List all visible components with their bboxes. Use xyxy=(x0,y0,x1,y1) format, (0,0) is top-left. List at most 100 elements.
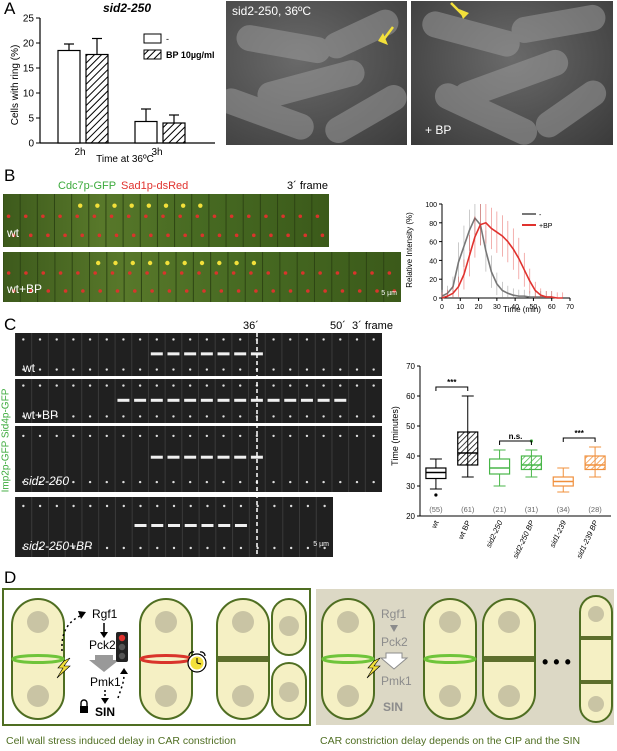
b-ylabel: Relative Intensity (%) xyxy=(405,212,414,288)
c-spot xyxy=(22,368,25,371)
micro-a-title: sid2-250, 36ºC xyxy=(232,4,312,18)
c-spot xyxy=(289,368,292,371)
c-spot xyxy=(339,415,342,418)
b-red-dot xyxy=(303,233,308,238)
c-box xyxy=(488,458,511,475)
c-spot xyxy=(289,384,292,387)
b-red-dot xyxy=(24,271,28,275)
c-spot xyxy=(355,415,359,418)
b-red-dot xyxy=(161,214,165,219)
c-spot xyxy=(256,546,259,550)
c-spot xyxy=(88,434,92,438)
c-spot xyxy=(155,480,158,484)
c-spot xyxy=(188,415,192,418)
c-spot xyxy=(206,546,209,550)
c-spot xyxy=(239,368,242,371)
c-spot xyxy=(339,368,342,371)
a-legend-label: - xyxy=(166,34,169,44)
c-spot xyxy=(38,504,42,508)
c-spot xyxy=(55,504,59,508)
c-spot xyxy=(155,384,158,387)
b-yellow-dot xyxy=(95,260,101,266)
c-spot xyxy=(22,415,25,418)
panel-letter-a: A xyxy=(4,0,16,18)
c-spot xyxy=(339,384,342,387)
c-ring-band xyxy=(134,524,147,527)
b-red-dot xyxy=(131,233,136,238)
c-boxes xyxy=(425,395,606,497)
c-spot xyxy=(372,338,375,341)
c-spot xyxy=(89,546,92,550)
c-spot xyxy=(172,504,176,508)
c-spot xyxy=(206,504,209,508)
c-scale-bar-label: 5 µm xyxy=(313,541,329,548)
b-red-dot xyxy=(217,233,222,238)
b-red-dot xyxy=(150,289,154,293)
c-ring-band xyxy=(267,398,280,402)
b-red-dot xyxy=(269,233,273,238)
b-red-dot xyxy=(58,214,62,219)
c-spot xyxy=(172,384,175,387)
b-red-dot xyxy=(251,233,256,238)
c-spot xyxy=(22,546,25,550)
c-spot xyxy=(355,384,359,387)
b-yellow-dot xyxy=(163,203,169,208)
b-legend-label: - xyxy=(539,212,542,219)
b-red-dot xyxy=(286,233,290,238)
c-ring-band xyxy=(150,455,163,459)
c-n-label: (55) xyxy=(429,505,443,514)
c-spot xyxy=(306,504,310,508)
c-spot xyxy=(372,434,375,438)
c-spot xyxy=(239,504,243,508)
c-ylabel: Time (minutes) xyxy=(390,406,400,466)
c-row-sid2: sid2-250 xyxy=(23,474,70,488)
d-rgf1: Rgf1 xyxy=(92,607,118,621)
b-yellow-dot xyxy=(180,203,186,208)
c-ring-band xyxy=(250,352,263,356)
c-spot xyxy=(322,368,325,371)
c-spot xyxy=(105,546,109,550)
c-spot xyxy=(105,434,108,438)
b-red-dot xyxy=(11,233,16,238)
b-red-dot xyxy=(271,289,276,293)
d-pck2-grey: Pck2 xyxy=(381,635,408,649)
b-red-dot xyxy=(214,271,219,275)
a-legend-swatch xyxy=(143,33,162,44)
a-bar xyxy=(85,53,109,144)
c-spot xyxy=(88,384,92,387)
c-spot xyxy=(122,480,125,484)
c-box xyxy=(457,431,479,466)
b-ytick-label: 0 xyxy=(433,296,437,303)
c-spot xyxy=(88,338,92,341)
c-spot xyxy=(138,384,142,387)
b-red-dot xyxy=(298,214,303,219)
b-red-dot xyxy=(179,271,184,275)
b-ytick-label: 60 xyxy=(429,240,437,247)
c-spot xyxy=(205,434,209,438)
c-spot xyxy=(72,415,75,418)
b-ytick-label: 80 xyxy=(429,221,437,228)
c-spot xyxy=(322,384,325,387)
c-spot xyxy=(72,384,75,387)
c-spot xyxy=(205,415,209,418)
c-sig-bracket xyxy=(499,440,532,445)
c-ring-band xyxy=(184,352,197,356)
c-spot xyxy=(105,338,108,341)
c-spot xyxy=(305,415,309,418)
b-red-dot xyxy=(98,289,102,293)
b-red-dot xyxy=(46,233,50,238)
c-ring-band xyxy=(234,352,247,356)
c-spot xyxy=(239,480,242,484)
c-spot xyxy=(239,546,243,550)
b-ytick-label: 40 xyxy=(429,258,437,265)
b-red-dot xyxy=(352,271,357,275)
c-spot xyxy=(55,546,59,550)
b-red-dot xyxy=(357,289,362,293)
c-sig-bracket xyxy=(435,386,469,391)
a-legend-swatch xyxy=(143,49,162,60)
d-sin: SIN xyxy=(95,705,115,719)
c-spot xyxy=(188,338,192,341)
c-spot xyxy=(272,415,275,418)
